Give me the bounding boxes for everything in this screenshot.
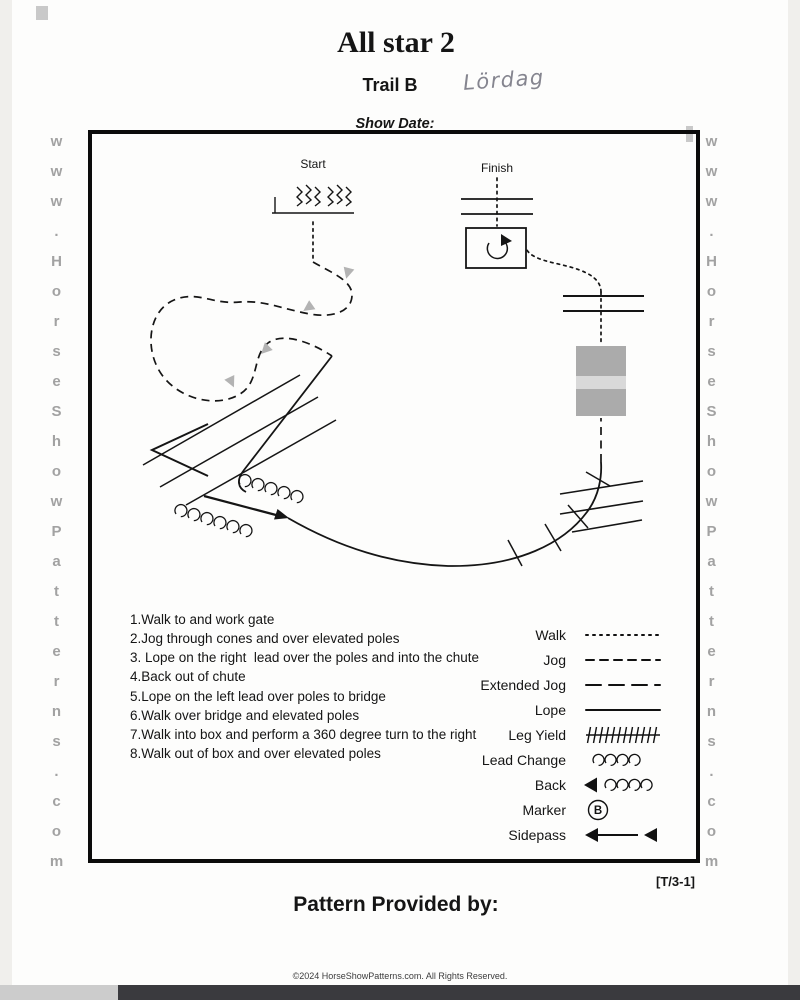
legend-symbol-back-arrow-icon [584, 777, 653, 792]
legend-row: Jog [470, 647, 682, 672]
instruction-item: 4.Back out of chute [130, 667, 482, 686]
instruction-number: 1. [130, 612, 142, 627]
legend-label: Lead Change [481, 751, 566, 768]
legend-symbol-dashed-icon [585, 658, 661, 661]
instruction-text: Walk out of box and over elevated poles [141, 746, 381, 762]
instruction-text: Back out of chute [141, 669, 246, 685]
legend-row: Sidepass [470, 822, 682, 847]
bottom-scan-bar [0, 985, 800, 1000]
legend-label: Sidepass [508, 826, 566, 843]
arena-border [88, 130, 700, 863]
instruction-number: 2. [130, 631, 142, 647]
instruction-text: Walk to and work gate [141, 612, 275, 627]
page-title: All star 2 [337, 26, 455, 59]
legend-row: Lope [470, 697, 682, 722]
instruction-item: 2.Jog through cones and over elevated po… [130, 629, 482, 648]
scan-edge-left [0, 0, 12, 1000]
scan-artifact-top-left [36, 6, 48, 20]
legend-symbol-coils-icon [592, 753, 641, 766]
legend-symbol-solid-icon [585, 708, 661, 711]
instruction-number: 3. [130, 650, 142, 666]
legend-symbol-dotted-icon [585, 633, 661, 636]
legend-row: Walk [470, 622, 682, 647]
instruction-item: 7.Walk into box and perform a 360 degree… [130, 725, 482, 744]
instruction-text: Walk over bridge and elevated poles [141, 707, 360, 723]
legend-label: Lope [534, 701, 566, 718]
instruction-text: Lope on the right lead over the poles an… [141, 650, 480, 666]
watermark-right: www.HorseShowPatterns.com [703, 133, 720, 866]
instruction-item: 6.Walk over bridge and elevated poles [130, 706, 482, 725]
instruction-number: 6. [130, 707, 142, 723]
legend-row: Marker B [470, 797, 682, 822]
show-date-label: Show Date: [355, 116, 435, 132]
instruction-text: Walk into box and perform a 360 degree t… [141, 726, 477, 742]
instruction-item: 8.Walk out of box and over elevated pole… [130, 744, 482, 763]
instruction-number: 7. [130, 726, 142, 742]
legend-label: Jog [543, 651, 566, 668]
instruction-number: 4. [130, 669, 142, 685]
instruction-text: Jog through cones and over elevated pole… [141, 631, 400, 647]
pattern-provided-label: Pattern Provided by: [293, 893, 499, 916]
legend-label: Leg Yield [508, 726, 566, 743]
instruction-text: Lope on the left lead over poles to brid… [141, 688, 386, 704]
scan-bar-dark [118, 985, 800, 1000]
legend-symbol-circled-letter-icon: B [587, 799, 609, 820]
legend-label: Back [534, 776, 566, 793]
legend-label: Marker [522, 801, 566, 818]
scan-artifact-top-right [686, 126, 693, 142]
legend-row: Leg Yield [470, 722, 682, 747]
legend-row: Lead Change [470, 747, 682, 772]
legend-row: Extended Jog [470, 672, 682, 697]
watermark-left: www.HorseShowPatterns.com [48, 133, 65, 866]
instruction-item: 1.Walk to and work gate [130, 610, 482, 629]
instruction-number: 5. [130, 688, 142, 704]
legend-symbol-hatched-icon [586, 726, 660, 743]
legend-symbol-sidepass-arrow-icon [585, 827, 657, 842]
instruction-item: 5.Lope on the left lead over poles to br… [130, 687, 482, 706]
legend-label: Extended Jog [480, 676, 566, 693]
legend-symbol-long-dash-icon [585, 683, 661, 686]
corner-tag: [T/3-1] [656, 874, 695, 889]
svg-text:B: B [594, 805, 602, 817]
copyright-text: ©2024 HorseShowPatterns.com. All Rights … [292, 971, 508, 981]
scan-bar-light [0, 985, 118, 1000]
scan-edge-right [788, 0, 800, 1000]
legend-label: Walk [535, 626, 566, 643]
instruction-number: 8. [130, 746, 142, 762]
instruction-item: 3. Lope on the right lead over the poles… [130, 648, 482, 667]
legend-row: Back [470, 772, 682, 797]
trail-subtitle: Trail B [362, 75, 418, 95]
